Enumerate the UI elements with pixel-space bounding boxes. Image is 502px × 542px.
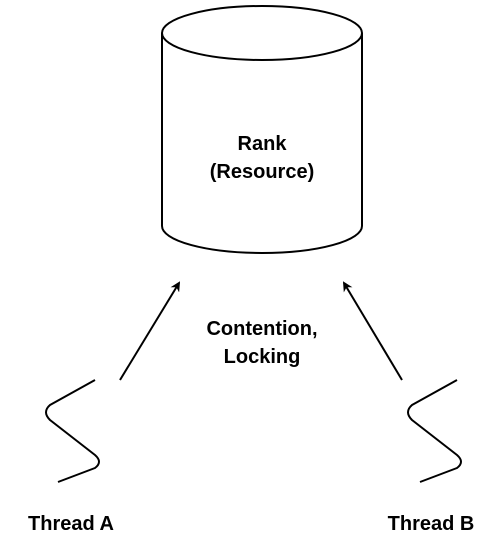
thread-a-arrow	[119, 281, 181, 381]
contention-label-line2: Locking	[224, 346, 301, 368]
resource-label-line2: (Resource)	[210, 161, 314, 183]
thread-a-icon	[45, 379, 100, 483]
thread-b-icon	[407, 379, 462, 483]
resource-label-line1: Rank	[238, 133, 288, 155]
cylinder-top	[161, 5, 363, 61]
thread-a-label: Thread A	[28, 513, 114, 535]
thread-b-arrow	[342, 281, 403, 381]
contention-label-line1: Contention,	[206, 318, 317, 340]
thread-b-label: Thread B	[388, 513, 475, 535]
cylinder-body	[161, 33, 363, 254]
resource-cylinder	[161, 5, 363, 254]
